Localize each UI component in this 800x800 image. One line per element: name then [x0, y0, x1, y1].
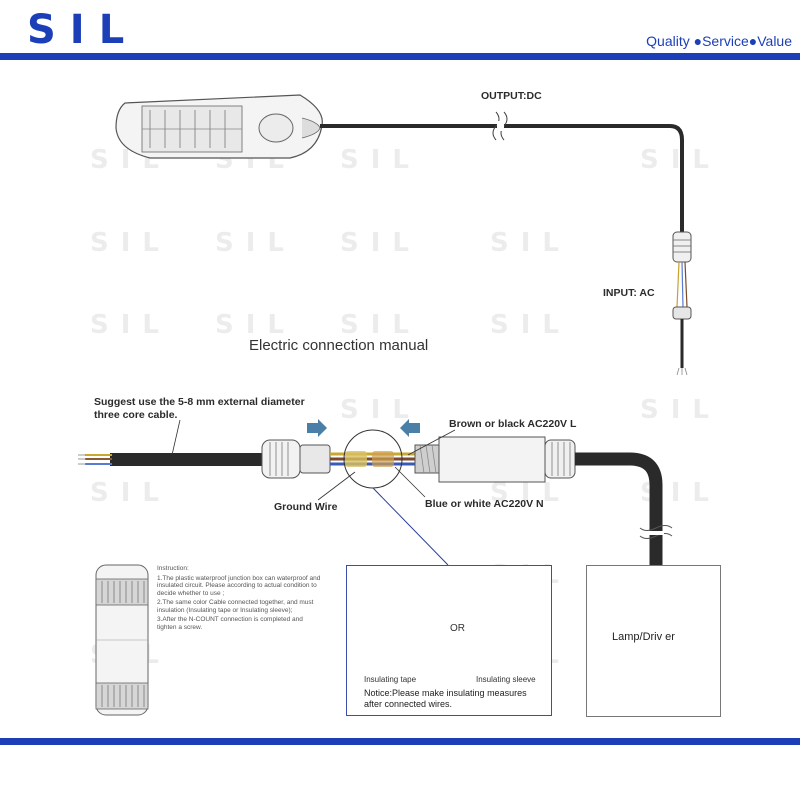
watermark: SIL: [90, 478, 171, 508]
watermark: SIL: [215, 228, 296, 258]
notice-text: Notice:Please make insulating measures a…: [364, 688, 527, 709]
lamp-head-illustration: [115, 94, 323, 159]
header-rule: [0, 53, 800, 60]
watermark: SIL: [640, 395, 721, 425]
tape-label: Insulating tape: [364, 675, 417, 684]
watermark: SIL: [490, 228, 571, 258]
tagline: Quality ●Service●Value: [646, 33, 792, 49]
manual-title: Electric connection manual: [249, 337, 429, 354]
instructions-heading: Instruction:: [157, 565, 189, 572]
cable-note: Suggest use the 5-8 mm external diameter…: [94, 396, 305, 421]
junction-box-illustration: [95, 564, 149, 716]
connector-nut-left: [261, 439, 331, 479]
output-cable: [320, 124, 684, 232]
watermark: SIL: [340, 310, 421, 340]
watermark: SIL: [90, 310, 171, 340]
instructions: Instruction: 1.The plastic waterproof ju…: [157, 565, 322, 633]
lamp-driver-label: Lamp/Driv er: [612, 631, 675, 643]
brand-logo: SIL: [27, 7, 139, 53]
watermark: SIL: [490, 478, 571, 508]
lamp-cable: [575, 452, 663, 568]
watermark: SIL: [215, 310, 296, 340]
watermark: SIL: [90, 228, 171, 258]
input-cable: [110, 453, 270, 466]
input-label: INPUT: AC: [603, 287, 655, 299]
or-label: OR: [450, 623, 465, 634]
instruction-step: 3.After the N-COUNT connection is comple…: [157, 616, 303, 631]
footer-rule: [0, 738, 800, 745]
notice-panel: [346, 565, 552, 716]
instruction-step: 1.The plastic waterproof junction box ca…: [157, 574, 321, 597]
push-arrow-left-icon: [400, 419, 420, 437]
watermark: SIL: [640, 145, 721, 175]
sleeve-label: Insulating sleeve: [476, 675, 536, 684]
junction-connector-small: [672, 231, 692, 376]
watermark: SIL: [340, 395, 421, 425]
watermark: SIL: [340, 228, 421, 258]
lamp-driver-box: [586, 565, 721, 717]
output-label: OUTPUT:DC: [481, 90, 542, 102]
instruction-step: 2.The same color Cable connected togethe…: [157, 599, 314, 614]
push-arrow-right-icon: [307, 419, 327, 437]
watermark: SIL: [340, 145, 421, 175]
watermark: SIL: [490, 310, 571, 340]
live-wire-label: Brown or black AC220V L: [449, 418, 577, 430]
neutral-wire-label: Blue or white AC220V N: [425, 498, 544, 510]
ground-wire-label: Ground Wire: [274, 501, 338, 513]
connector-body-right: [414, 436, 576, 483]
